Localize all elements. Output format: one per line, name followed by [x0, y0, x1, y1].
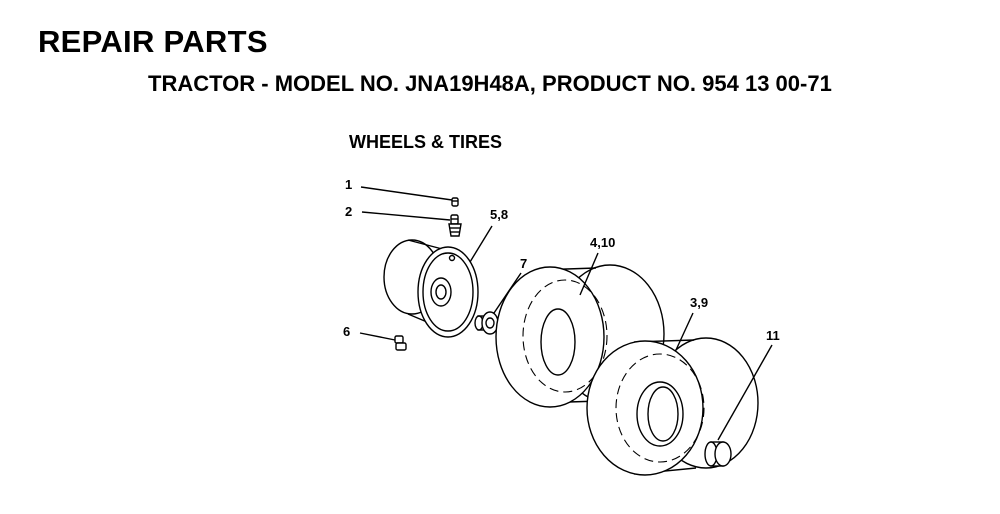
part-tire-lower [586, 337, 759, 476]
page-subtitle: TRACTOR - MODEL NO. JNA19H48A, PRODUCT N… [148, 71, 832, 96]
callout-4-10: 4,10 [590, 235, 615, 250]
part-rim-bolt [394, 335, 407, 351]
callout-6: 6 [343, 324, 350, 339]
section-title: WHEELS & TIRES [349, 132, 503, 152]
callout-2: 2 [345, 204, 352, 219]
part-wheel-rim [383, 239, 479, 338]
callout-11: 11 [766, 328, 780, 343]
callout-7: 7 [520, 256, 527, 271]
callout-labels: 1 2 5,8 7 4,10 3,9 6 11 [343, 177, 780, 343]
page-title: REPAIR PARTS [38, 24, 268, 59]
callout-leaders [359, 186, 773, 441]
part-hub-cap [704, 441, 732, 467]
callout-5-8: 5,8 [490, 207, 508, 222]
part-bushing [474, 311, 499, 335]
part-valve-stem [448, 214, 462, 237]
part-valve-cap [451, 197, 459, 207]
callout-1: 1 [345, 177, 352, 192]
callout-3-9: 3,9 [690, 295, 708, 310]
